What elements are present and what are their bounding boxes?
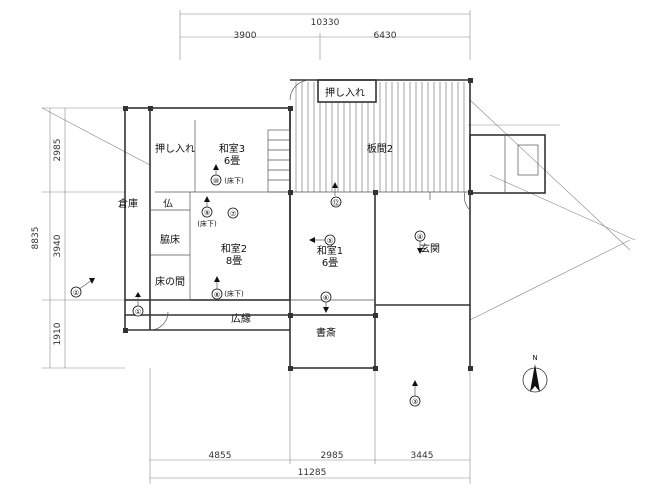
svg-text:①: ①: [135, 308, 141, 316]
marker-9: ⑨ (床下): [197, 196, 217, 228]
label-genkan: 玄関: [420, 242, 440, 255]
label-tokonoma: 床の間: [155, 275, 185, 288]
label-washitsu2: 和室2: [221, 242, 247, 255]
dim-left-middle: 3940: [53, 234, 63, 257]
svg-text:(床下): (床下): [197, 219, 217, 228]
left-dimension-lines: 8835 2985 3940 1910: [31, 107, 125, 369]
marker-2: ②: [70, 278, 95, 298]
marker-7: ⑦: [227, 207, 239, 219]
label-hiroen: 広縁: [231, 312, 251, 325]
top-dimension-lines: 10330 3900 6430: [179, 10, 471, 60]
north-arrow-icon: [530, 364, 540, 392]
dim-left-total: 8835: [31, 227, 41, 250]
svg-text:(床下): (床下): [224, 289, 244, 298]
dim-left-bottom: 1910: [53, 322, 63, 345]
walls: [123, 78, 546, 371]
marker-12: ⑫: [330, 182, 342, 208]
svg-text:⑦: ⑦: [230, 210, 236, 218]
marker-3: ③: [409, 380, 421, 407]
dim-bottom-total: 11285: [298, 468, 327, 478]
dim-top-total: 10330: [311, 18, 340, 28]
room-labels: 押し入れ 押し入れ 和室3 6畳 板間2 倉庫 仏 脇床 床の間 和室2 8畳 …: [118, 86, 440, 339]
marker-8: ⑧ (床下): [211, 276, 244, 300]
label-washitsu2-size: 8畳: [226, 255, 242, 267]
label-washitsu1-size: 6畳: [322, 257, 338, 269]
marker-10: ⑩ (床下): [210, 164, 244, 186]
svg-text:⑧: ⑧: [214, 291, 220, 299]
dim-top-left: 3900: [234, 31, 257, 41]
label-souko: 倉庫: [118, 197, 138, 210]
dim-left-top: 2985: [53, 139, 63, 162]
bottom-dimension-lines: 4855 2985 3445 11285: [149, 368, 471, 484]
photo-markers: ① ② ③ ④ ⑤: [70, 164, 426, 407]
north-compass: N: [522, 354, 548, 393]
dim-bottom-1: 4855: [209, 451, 232, 461]
svg-text:②: ②: [73, 289, 79, 297]
svg-text:⑨: ⑨: [204, 209, 210, 217]
svg-text:⑫: ⑫: [333, 199, 340, 207]
svg-text:⑥: ⑥: [323, 294, 329, 302]
label-shosai: 書斎: [316, 326, 336, 339]
svg-text:⑩: ⑩: [213, 177, 219, 185]
label-washitsu3: 和室3: [219, 142, 245, 155]
dim-bottom-3: 3445: [411, 451, 434, 461]
dim-bottom-2: 2985: [321, 451, 344, 461]
svg-text:⑤: ⑤: [327, 237, 333, 245]
label-butsu: 仏: [163, 198, 173, 210]
marker-4: ④: [414, 230, 426, 254]
label-wakitoko: 脇床: [160, 233, 180, 246]
svg-text:④: ④: [417, 233, 423, 241]
itama2-hatching: [295, 82, 465, 192]
marker-5: ⑤: [309, 234, 336, 246]
marker-6: ⑥: [320, 291, 332, 313]
svg-text:(床下): (床下): [224, 176, 244, 185]
label-washitsu1: 和室1: [317, 244, 343, 257]
site-lines: [41, 99, 636, 321]
dim-top-right: 6430: [374, 31, 397, 41]
svg-text:③: ③: [412, 398, 418, 406]
marker-1: ①: [132, 292, 144, 317]
label-oshiire-top: 押し入れ: [325, 86, 365, 99]
label-oshiire-left: 押し入れ: [155, 142, 195, 155]
label-washitsu3-size: 6畳: [224, 155, 240, 167]
compass-north-label: N: [532, 354, 537, 362]
label-itama2: 板間2: [367, 142, 393, 155]
